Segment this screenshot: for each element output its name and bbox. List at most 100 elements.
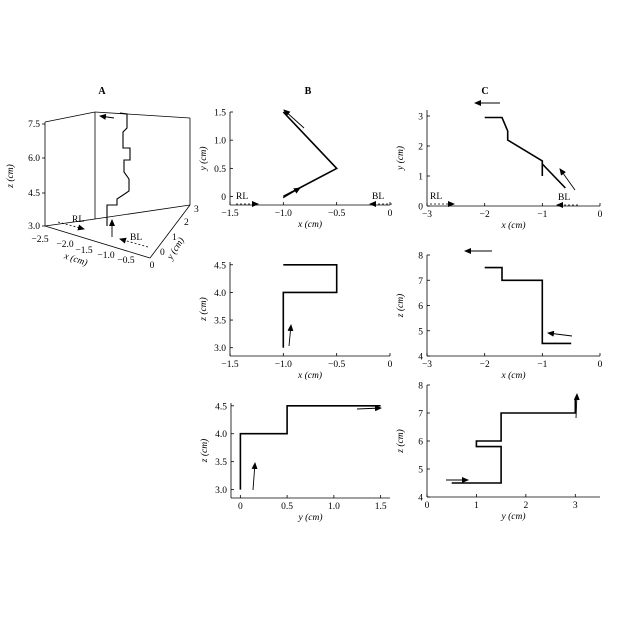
y-tick-label: 0 — [221, 193, 226, 203]
panel-b-bl-label: BL — [372, 192, 384, 202]
x-tick-label: 0 — [388, 360, 393, 370]
panel-a-z-ticks: 7.5 6.0 4.5 3.0 — [28, 120, 45, 232]
y-tick-label: 1.0 — [214, 137, 226, 147]
panel-a-x-tick: −0.5 — [117, 256, 134, 266]
y-tick-label: 6 — [418, 302, 423, 312]
panel-a-z-tick: 6.0 — [28, 154, 40, 164]
panel-a-y-tick: 1 — [172, 233, 177, 243]
y-axis-label: z (cm) — [395, 429, 406, 453]
panel-b-xz-start-arrow — [287, 324, 294, 347]
y-axis-label: z (cm) — [198, 297, 209, 321]
panel-a-end-arrow — [99, 113, 115, 120]
y-tick-label: 4 — [418, 494, 423, 504]
panel-a-letter: A — [98, 86, 106, 97]
panel-b-yz-end-arrow — [356, 405, 382, 412]
y-tick-label: 8 — [418, 382, 423, 392]
y-tick-label: 3.0 — [215, 486, 227, 496]
x-tick-label: −0.5 — [328, 209, 345, 219]
panel-a-y-tick: 0 — [160, 248, 165, 258]
x-axis-label: x (cm) — [297, 370, 322, 381]
x-tick-label: −2 — [480, 210, 490, 220]
panel-b-xz-axes: −1.5 −1.0 −0.5 0 3.0 3.5 4.0 4.5 x (cm) z (cm) — [198, 261, 393, 381]
y-tick-label: 5 — [418, 466, 423, 476]
panel-a-z-tick: 3.0 — [28, 222, 40, 232]
y-tick-label: 6 — [418, 438, 423, 448]
x-tick-label: −1.0 — [275, 360, 292, 370]
panel-a-y-ticks: 0 1 2 3 — [160, 205, 199, 258]
x-tick-label: −1.5 — [221, 209, 238, 219]
panel-a-y-label: y (cm) — [164, 236, 187, 263]
panel-a-y-tick: 3 — [194, 205, 199, 215]
y-tick-label: 8 — [418, 252, 423, 262]
panel-a-bl-arrow — [119, 237, 149, 248]
y-tick-label: 4 — [418, 353, 423, 363]
panel-a-x-ticks: −2.5 −2.0 −1.5 −1.0 −0.5 0 — [31, 235, 154, 271]
panel-a-z-tick: 4.5 — [28, 189, 40, 199]
panel-b-yz-start-arrow — [251, 462, 258, 491]
x-tick-label: 0 — [388, 209, 393, 219]
x-axis-label: y (cm) — [501, 511, 526, 522]
x-axis-label: x (cm) — [297, 219, 322, 230]
x-tick-label: −2 — [480, 360, 490, 370]
x-tick-label: −1.0 — [275, 209, 292, 219]
x-tick-label: 0 — [598, 360, 603, 370]
x-tick-label: 2 — [523, 501, 528, 511]
y-tick-label: 7 — [418, 277, 423, 287]
y-tick-label: 3.0 — [214, 344, 226, 354]
x-tick-label: 0 — [598, 210, 603, 220]
panel-b-letter: B — [305, 86, 312, 97]
panel-a-z-label: z (cm) — [5, 164, 16, 188]
panel-c-rl-label: RL — [430, 192, 442, 202]
x-axis-label: y (cm) — [298, 512, 323, 523]
y-tick-label: 4.5 — [215, 402, 227, 412]
y-tick-label: 3.5 — [214, 317, 226, 327]
panel-a-rl-label: RL — [72, 215, 84, 225]
panel-a-x-tick: −1.5 — [75, 246, 92, 256]
panel-a-trajectory — [106, 112, 131, 226]
x-tick-label: 1 — [474, 501, 479, 511]
x-tick-label: −1 — [537, 210, 547, 220]
panel-a-y-tick: 2 — [184, 218, 189, 228]
y-tick-label: 3 — [418, 113, 423, 123]
y-tick-label: 1 — [418, 173, 423, 183]
x-tick-label: −3 — [422, 360, 432, 370]
panel-c-xy-start-arrow — [559, 168, 576, 191]
x-tick-label: 0 — [425, 501, 430, 511]
x-tick-label: 0 — [238, 502, 243, 512]
x-tick-label: −0.5 — [328, 360, 345, 370]
y-tick-label: 0 — [418, 203, 423, 213]
panel-b-xy-trajectory — [282, 111, 339, 198]
y-tick-label: 5 — [418, 327, 423, 337]
y-tick-label: 4.0 — [214, 289, 226, 299]
x-tick-label: −1.5 — [221, 360, 238, 370]
panel-c-xy-trajectory — [484, 116, 566, 189]
y-tick-label: 4.0 — [215, 430, 227, 440]
y-axis-label: z (cm) — [199, 439, 210, 463]
panel-a-x-tick: −2.5 — [31, 235, 48, 245]
x-tick-label: 3 — [573, 501, 578, 511]
panel-c-xz-start-arrow — [547, 330, 573, 337]
panel-a-z-tick: 7.5 — [28, 120, 40, 130]
panel-b-xy-end-arrow — [283, 109, 305, 129]
panel-a-box — [44, 111, 191, 259]
x-tick-label: 1.0 — [328, 502, 340, 512]
y-tick-label: 4.5 — [214, 261, 226, 271]
panel-a-x-tick: −2.0 — [56, 240, 73, 250]
panel-a-rl-arrow — [57, 221, 85, 231]
panel-a-bl-label: BL — [130, 233, 142, 243]
x-axis-label: x (cm) — [501, 370, 526, 381]
y-axis-label: y (cm) — [395, 146, 406, 171]
panel-b-yz-trajectory — [239, 404, 381, 490]
panel-a-x-tick: 0 — [150, 261, 155, 271]
panel-c-bl-label: BL — [558, 193, 570, 203]
x-axis-label: x (cm) — [501, 220, 526, 231]
